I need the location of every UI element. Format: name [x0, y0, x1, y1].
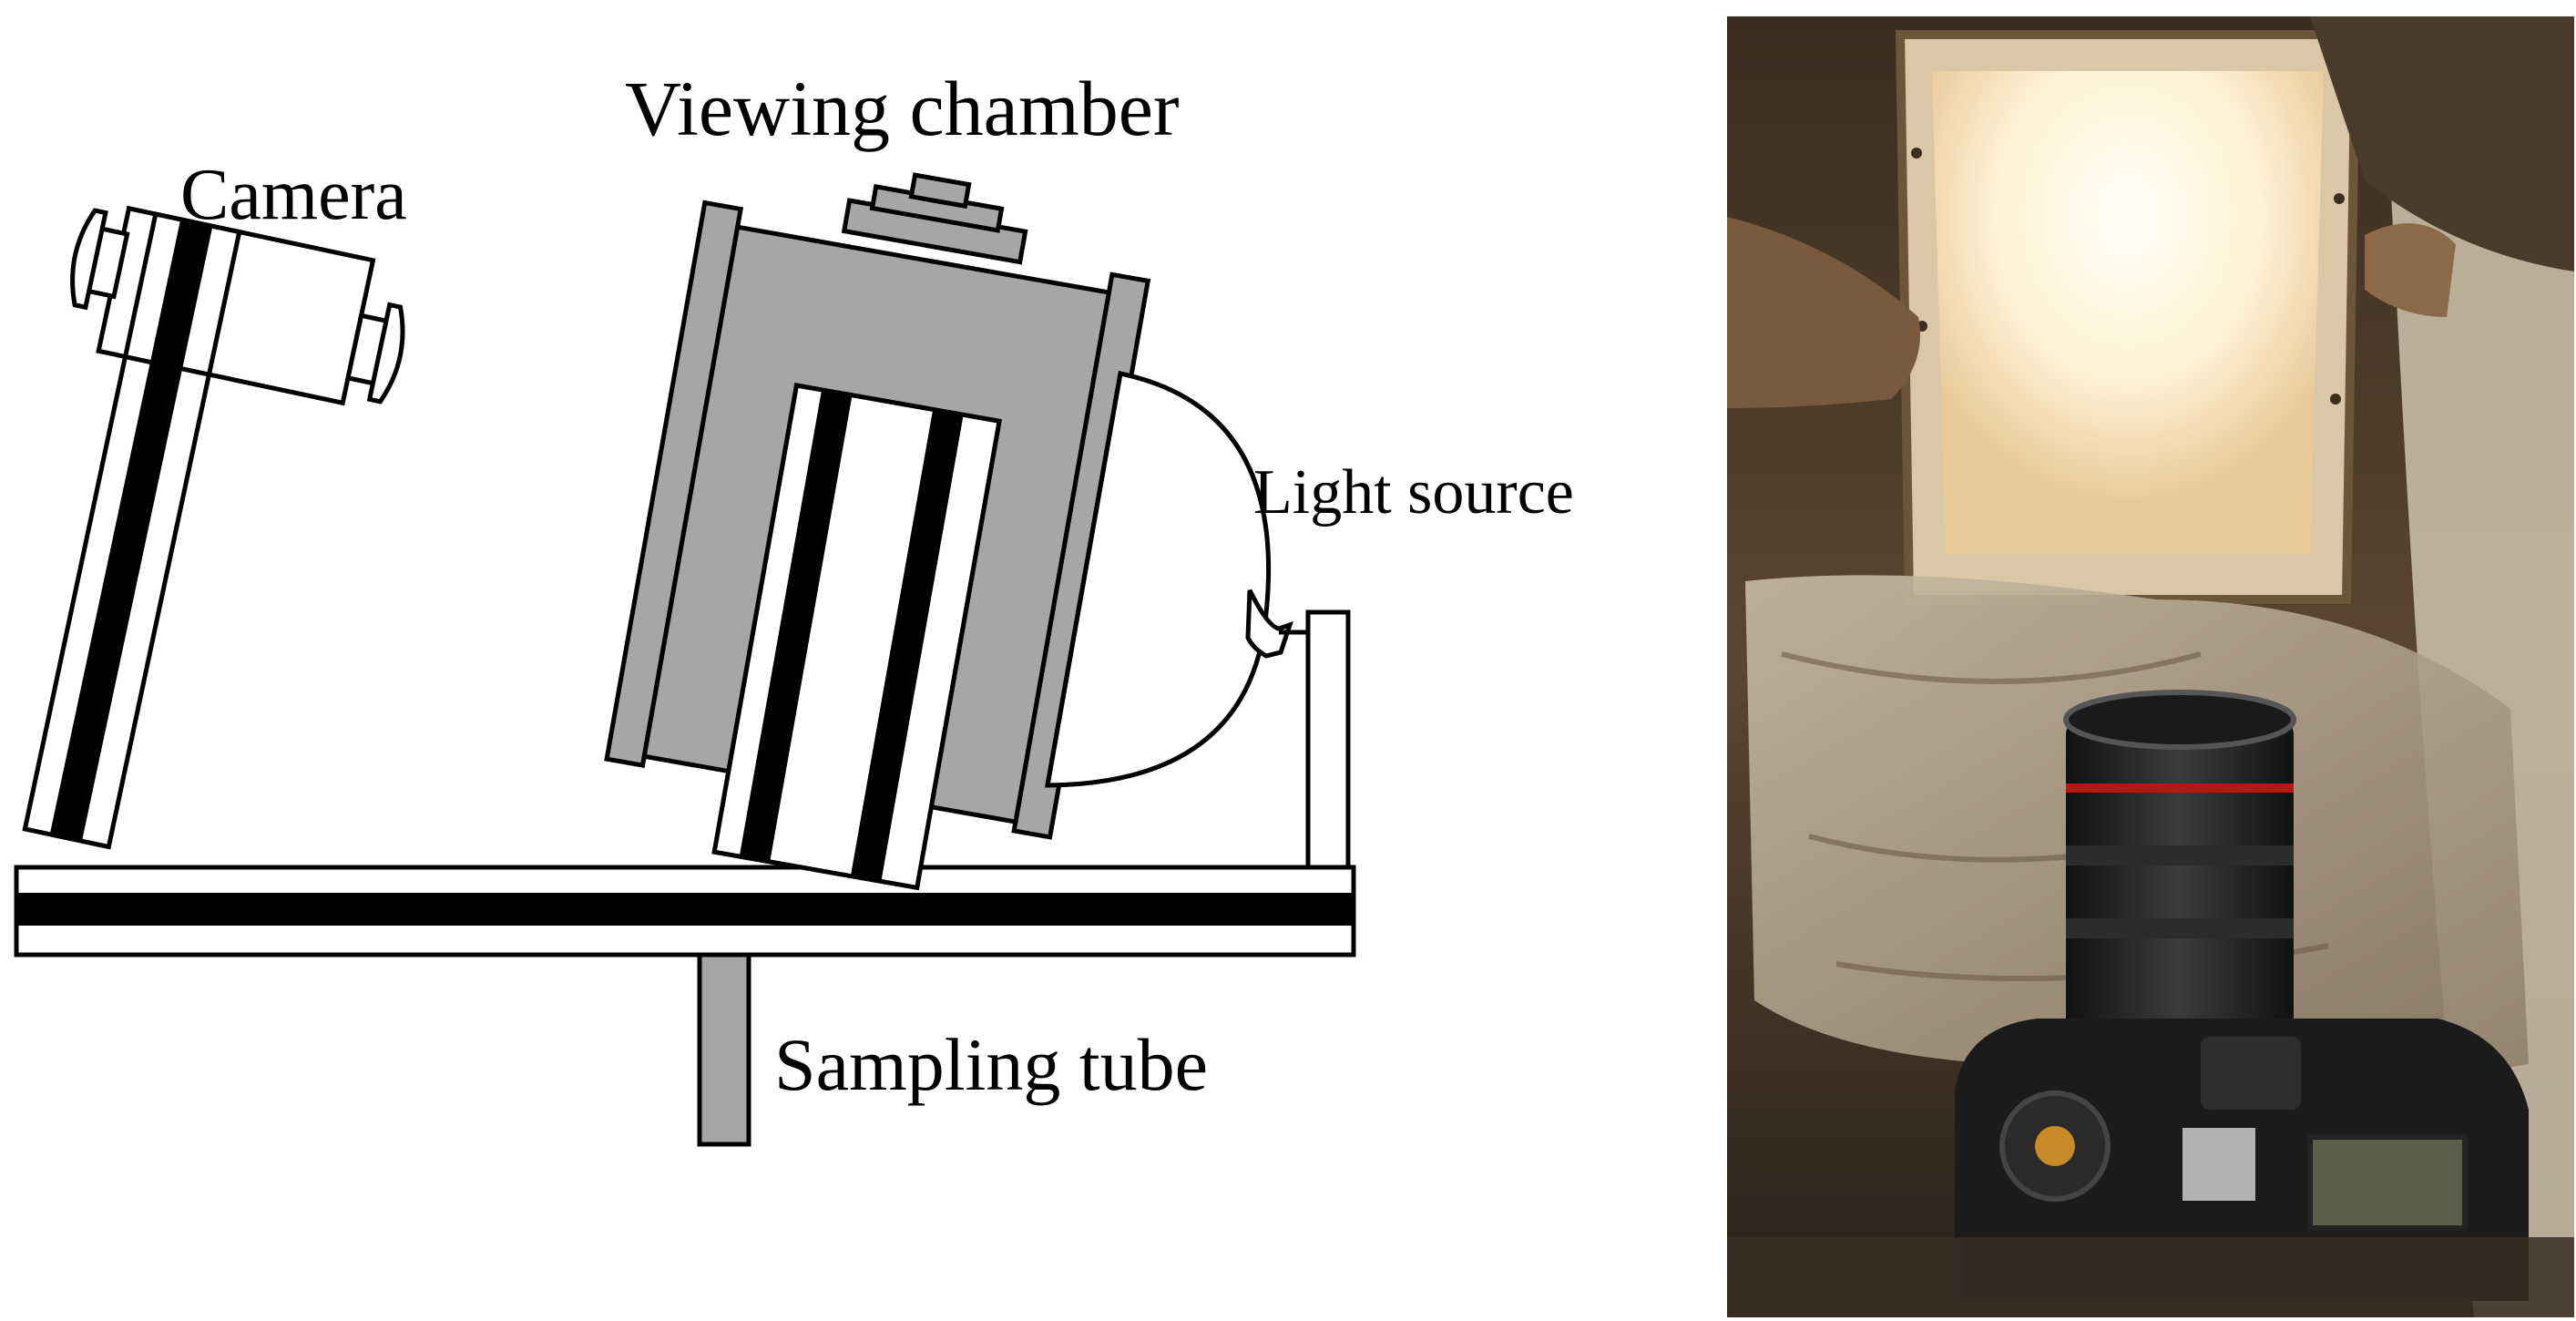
viewing-chamber-assembly — [594, 140, 1159, 909]
sampling-tube-label: Sampling tube — [774, 1028, 1208, 1102]
viewing-chamber-label: Viewing chamber — [625, 69, 1180, 148]
camera-label: Camera — [180, 159, 407, 231]
base-rail — [16, 867, 1354, 955]
light-source-label: Light source — [1253, 461, 1574, 525]
camera-assembly — [0, 200, 418, 885]
photo-viewing-chamber — [1900, 35, 2356, 599]
sampling-tube-shape — [700, 955, 749, 1144]
apparatus-photo — [1727, 16, 2574, 1317]
